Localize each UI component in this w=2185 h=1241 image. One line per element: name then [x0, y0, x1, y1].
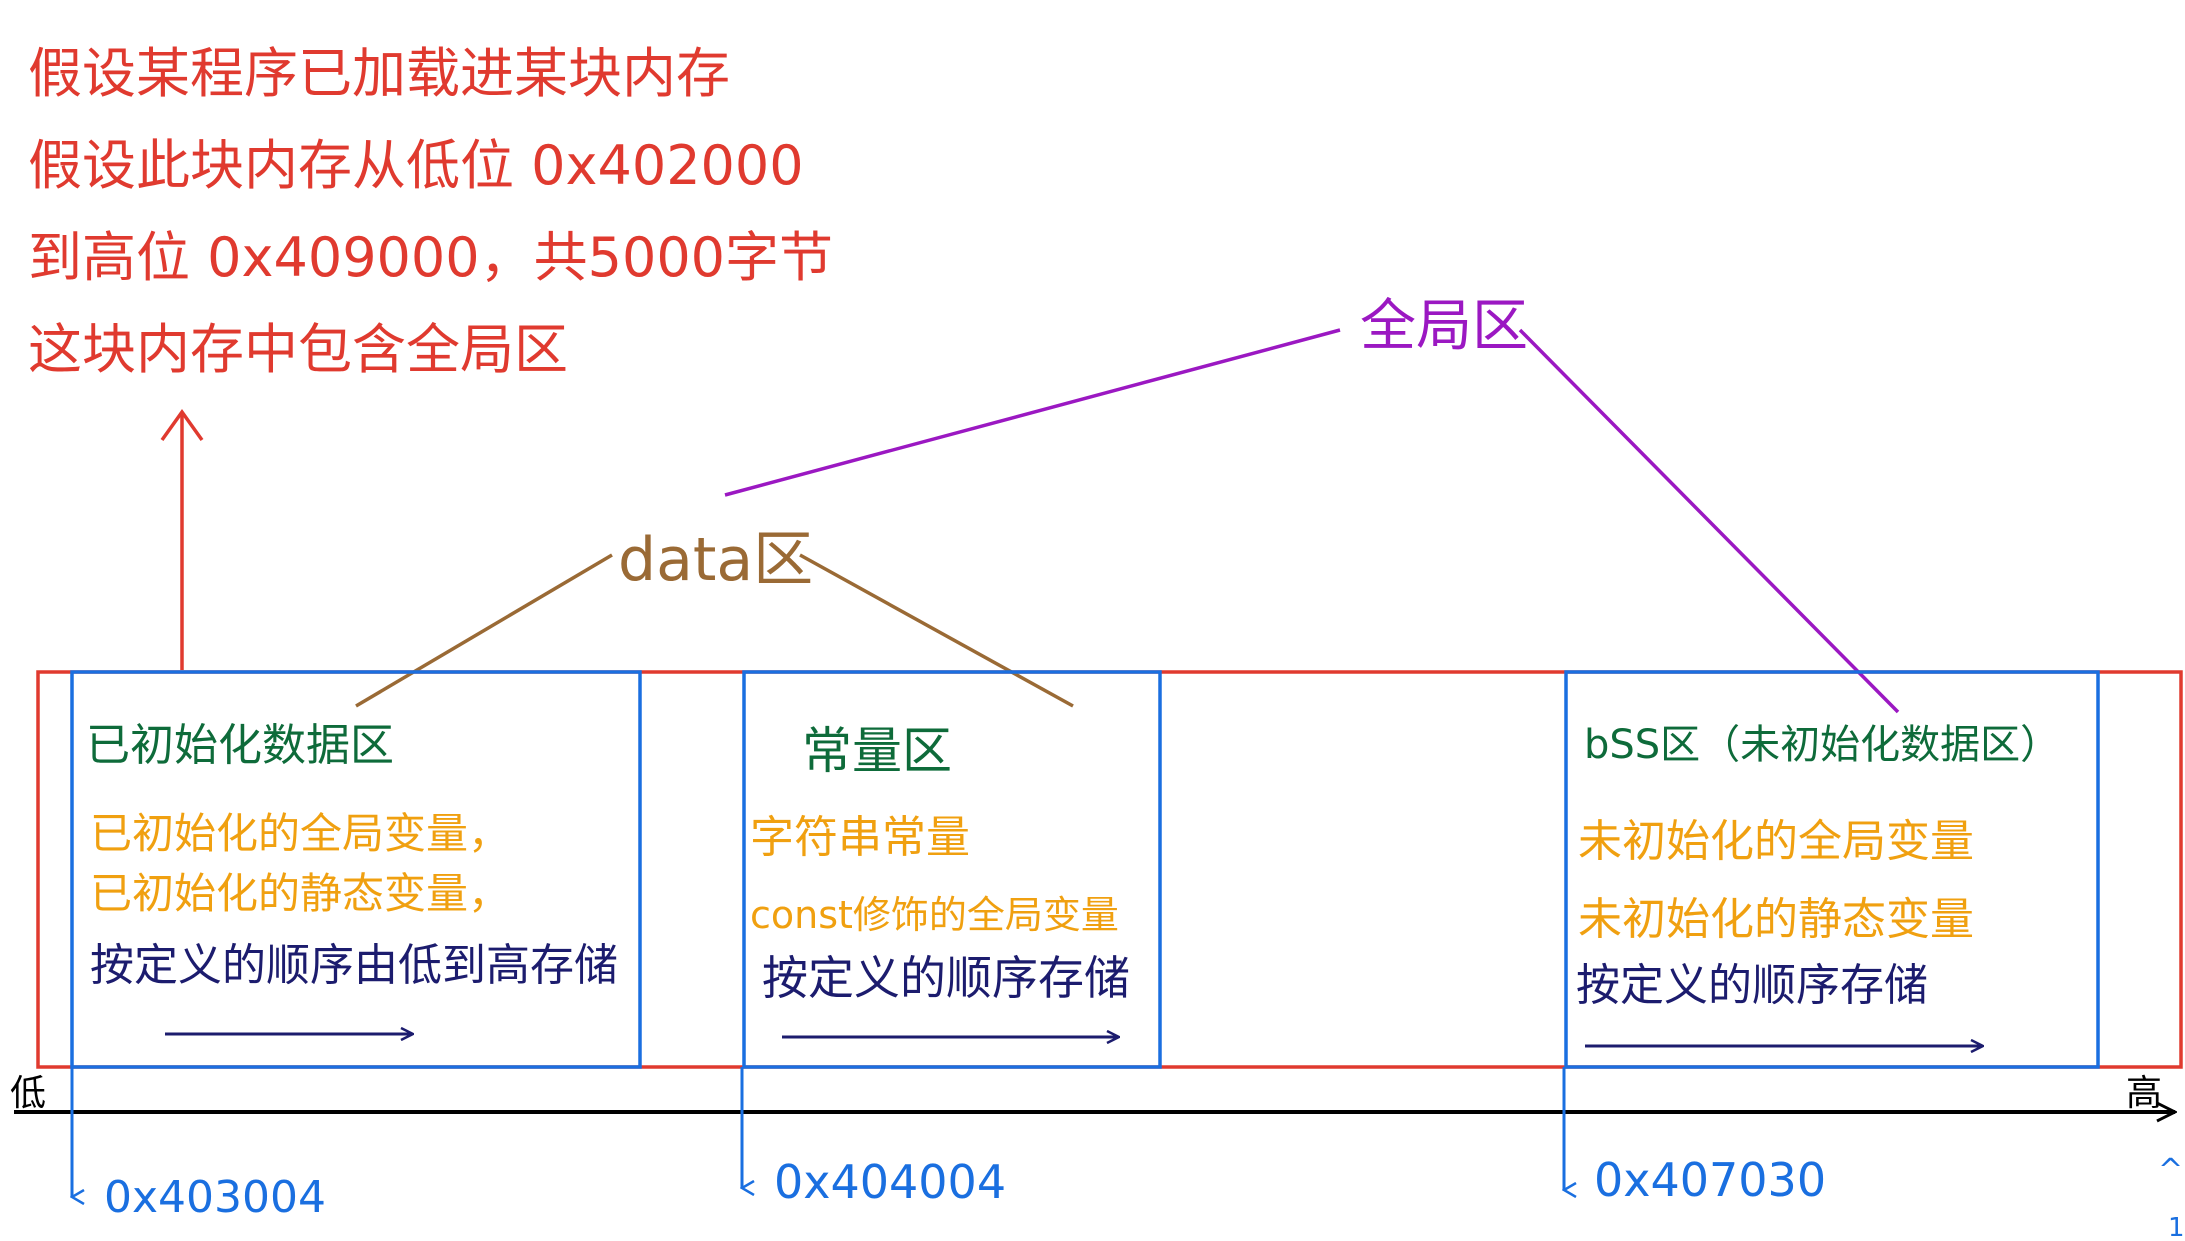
address-marker-constant: 0x404004 — [742, 1067, 1006, 1209]
corner-caret-glyph: ^ — [2158, 1153, 2183, 1188]
intro-line-1: 假设某程序已加载进某块内存 — [28, 42, 730, 105]
address-constant: 0x404004 — [774, 1155, 1006, 1209]
global-to-data-line — [724, 328, 1341, 497]
initialized-item-2: 已初始化的静态变量， — [90, 869, 510, 918]
initialized-order-note: 按定义的顺序由低到高存储 — [90, 940, 618, 991]
constant-order-note: 按定义的顺序存储 — [762, 951, 1130, 1005]
address-bss: 0x407030 — [1594, 1153, 1826, 1207]
axis-low-label: 低 — [10, 1073, 46, 1114]
data-area-label: data区 — [618, 525, 813, 595]
axis-high-label: 高 — [2126, 1073, 2162, 1114]
intro-note: 假设某程序已加载进某块内存 假设此块内存从低位 0x402000 到高位 0x4… — [28, 42, 833, 381]
initialized-item-1: 已初始化的全局变量， — [90, 809, 510, 858]
memory-axis: 低 高 — [10, 1073, 2175, 1114]
intro-line-4: 这块内存中包含全局区 — [28, 318, 568, 381]
address-marker-initialized: 0x403004 — [72, 1067, 326, 1223]
initialized-title: 已初始化数据区 — [86, 720, 394, 771]
global-to-bss-line — [1518, 328, 1900, 714]
intro-line-3: 到高位 0x409000，共5000字节 — [28, 226, 833, 289]
constant-area-block: 常量区 字符串常量 const修饰的全局变量 按定义的顺序存储 — [742, 670, 1162, 1069]
bss-item-1: 未初始化的全局变量 — [1578, 816, 1974, 867]
bss-item-2: 未初始化的静态变量 — [1578, 894, 1974, 945]
data-to-constant-line — [799, 553, 1074, 708]
constant-item-2: const修饰的全局变量 — [750, 893, 1119, 937]
constant-title: 常量区 — [802, 722, 952, 780]
global-area-label: 全局区 — [1360, 294, 1528, 359]
bss-order-note: 按定义的顺序存储 — [1576, 960, 1928, 1011]
initialized-data-block: 已初始化数据区 已初始化的全局变量， 已初始化的静态变量， 按定义的顺序由低到高… — [70, 670, 642, 1069]
red-up-arrow — [160, 408, 204, 670]
constant-item-1: 字符串常量 — [750, 812, 970, 863]
bss-title: bSS区（未初始化数据区） — [1584, 722, 2060, 768]
bss-area-block: bSS区（未初始化数据区） 未初始化的全局变量 未初始化的静态变量 按定义的顺序… — [1564, 670, 2100, 1069]
intro-line-2: 假设此块内存从低位 0x402000 — [28, 134, 804, 197]
address-initialized: 0x403004 — [104, 1172, 326, 1223]
data-to-initialized-line — [355, 553, 613, 708]
corner-digit: 1 — [2168, 1213, 2185, 1241]
address-marker-bss: 0x407030 — [1564, 1067, 1826, 1207]
